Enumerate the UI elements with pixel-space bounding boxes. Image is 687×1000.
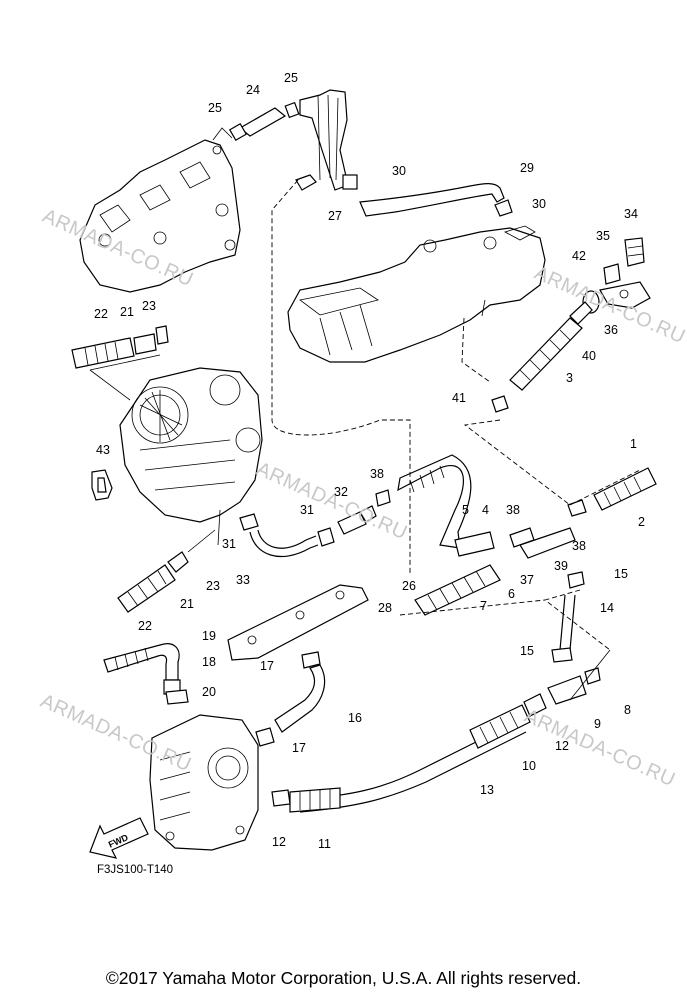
callout-37: 37 <box>520 573 534 587</box>
tee-9 <box>547 667 601 705</box>
callout-10: 10 <box>522 759 536 773</box>
callout-43: 43 <box>96 443 110 457</box>
callout-30-upper: 30 <box>392 164 406 178</box>
supercharger-housing <box>119 367 263 523</box>
callout-18: 18 <box>202 655 216 669</box>
hose-11-13 <box>289 693 547 813</box>
callout-19: 19 <box>202 629 216 643</box>
hose-16 <box>274 651 326 733</box>
hose-14 <box>551 571 585 663</box>
callout-35: 35 <box>596 229 610 243</box>
clamp-12-lower <box>271 789 291 807</box>
callout-31-right: 31 <box>300 503 314 517</box>
callout-9: 9 <box>594 717 601 731</box>
hose-24-assembly <box>228 89 358 191</box>
callout-21-lower: 21 <box>180 597 194 611</box>
callout-6: 6 <box>508 587 515 601</box>
callout-17-upper: 17 <box>260 659 274 673</box>
callout-14: 14 <box>600 601 614 615</box>
callout-23-upper: 23 <box>142 299 156 313</box>
callout-33: 33 <box>236 573 250 587</box>
callout-28: 28 <box>378 601 392 615</box>
callout-7: 7 <box>480 599 487 613</box>
callout-15-upper: 15 <box>614 567 628 581</box>
hose-22-lower <box>117 551 189 613</box>
callout-27: 27 <box>328 209 342 223</box>
callout-26: 26 <box>402 579 416 593</box>
callout-13: 13 <box>480 783 494 797</box>
intercooler-block <box>149 689 259 851</box>
callout-2: 2 <box>638 515 645 529</box>
callout-31-left: 31 <box>222 537 236 551</box>
clamp-17-lower <box>255 727 275 747</box>
clamp-41 <box>491 395 509 413</box>
callout-8: 8 <box>624 703 631 717</box>
callout-34: 34 <box>624 207 638 221</box>
callout-12-right: 12 <box>555 739 569 753</box>
cooling-rail <box>227 584 369 661</box>
fwd-arrow <box>89 817 149 859</box>
callout-15-lower: 15 <box>520 644 534 658</box>
callout-39: 39 <box>554 559 568 573</box>
callout-22-upper: 22 <box>94 307 108 321</box>
hose-6-7 <box>414 564 501 616</box>
exhaust-chamber <box>287 225 546 363</box>
callout-16: 16 <box>348 711 362 725</box>
callout-21-upper: 21 <box>120 305 134 319</box>
connection-lines <box>89 179 641 701</box>
callout-20: 20 <box>202 685 216 699</box>
callout-3: 3 <box>566 371 573 385</box>
copyright-notice: ©2017 Yamaha Motor Corporation, U.S.A. A… <box>105 968 582 988</box>
callout-4: 4 <box>482 503 489 517</box>
callout-23-lower: 23 <box>206 579 220 593</box>
callout-5: 5 <box>462 503 469 517</box>
callout-11: 11 <box>318 837 331 851</box>
y-pipe-39 <box>509 499 587 559</box>
exhaust-manifold <box>79 127 241 293</box>
callout-30-right: 30 <box>532 197 546 211</box>
fitting-32 <box>337 489 391 535</box>
callout-22-lower: 22 <box>138 619 152 633</box>
callout-38-mid: 38 <box>506 503 520 517</box>
callout-25-left: 25 <box>208 101 222 115</box>
hose-40-3 <box>509 301 593 391</box>
callout-38-right: 38 <box>572 539 586 553</box>
callout-25-right: 25 <box>284 71 298 85</box>
callout-17-lower: 17 <box>292 741 306 755</box>
hose-19 <box>103 643 181 695</box>
hose-29 <box>359 183 513 217</box>
callout-12-left: 12 <box>272 835 286 849</box>
callout-1: 1 <box>630 437 637 451</box>
callout-24: 24 <box>246 83 260 97</box>
callout-40: 40 <box>582 349 596 363</box>
hose-22-upper <box>71 325 169 369</box>
callout-41: 41 <box>452 391 466 405</box>
callout-38-top: 38 <box>370 467 384 481</box>
callout-42: 42 <box>572 249 586 263</box>
clip-43 <box>91 469 113 501</box>
hose-1-2 <box>593 467 657 511</box>
figure-code: F3JS100-T140 <box>97 864 174 876</box>
hose-5 <box>397 454 495 557</box>
callout-32: 32 <box>334 485 348 499</box>
callout-36: 36 <box>604 323 618 337</box>
callout-29: 29 <box>520 161 534 175</box>
hose-33 <box>239 513 335 557</box>
